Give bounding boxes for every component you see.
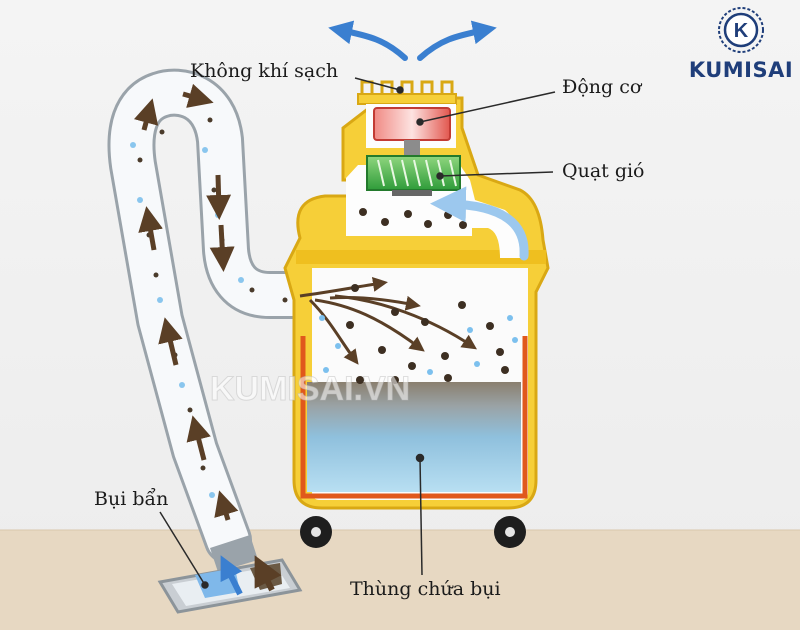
logo-letter: K <box>734 20 749 42</box>
dust-spray-arrows <box>299 276 477 365</box>
brand-name: KUMISAI <box>688 58 794 82</box>
dust-tank <box>300 336 528 499</box>
nozzle-flow-arrows <box>220 555 282 596</box>
label-clean-air: Không khí sạch <box>190 60 339 82</box>
floor <box>0 530 800 630</box>
label-fan: Quạt gió <box>562 160 645 182</box>
motor-icon <box>373 107 451 156</box>
watermark: KUMISAI.VN <box>210 370 410 408</box>
exhaust-arrows <box>328 20 497 61</box>
label-tank: Thùng chứa bụi <box>350 578 501 600</box>
hose-flow-arrows <box>133 83 239 521</box>
fan-icon <box>366 155 461 196</box>
label-dirt: Bụi bẩn <box>94 488 169 510</box>
brand-logo: K <box>718 7 764 53</box>
wheels <box>300 516 526 548</box>
chamber-droplets <box>319 315 518 375</box>
label-motor: Động cơ <box>562 76 642 98</box>
air-flow-arrow <box>430 186 529 261</box>
leader-lines <box>159 77 556 589</box>
